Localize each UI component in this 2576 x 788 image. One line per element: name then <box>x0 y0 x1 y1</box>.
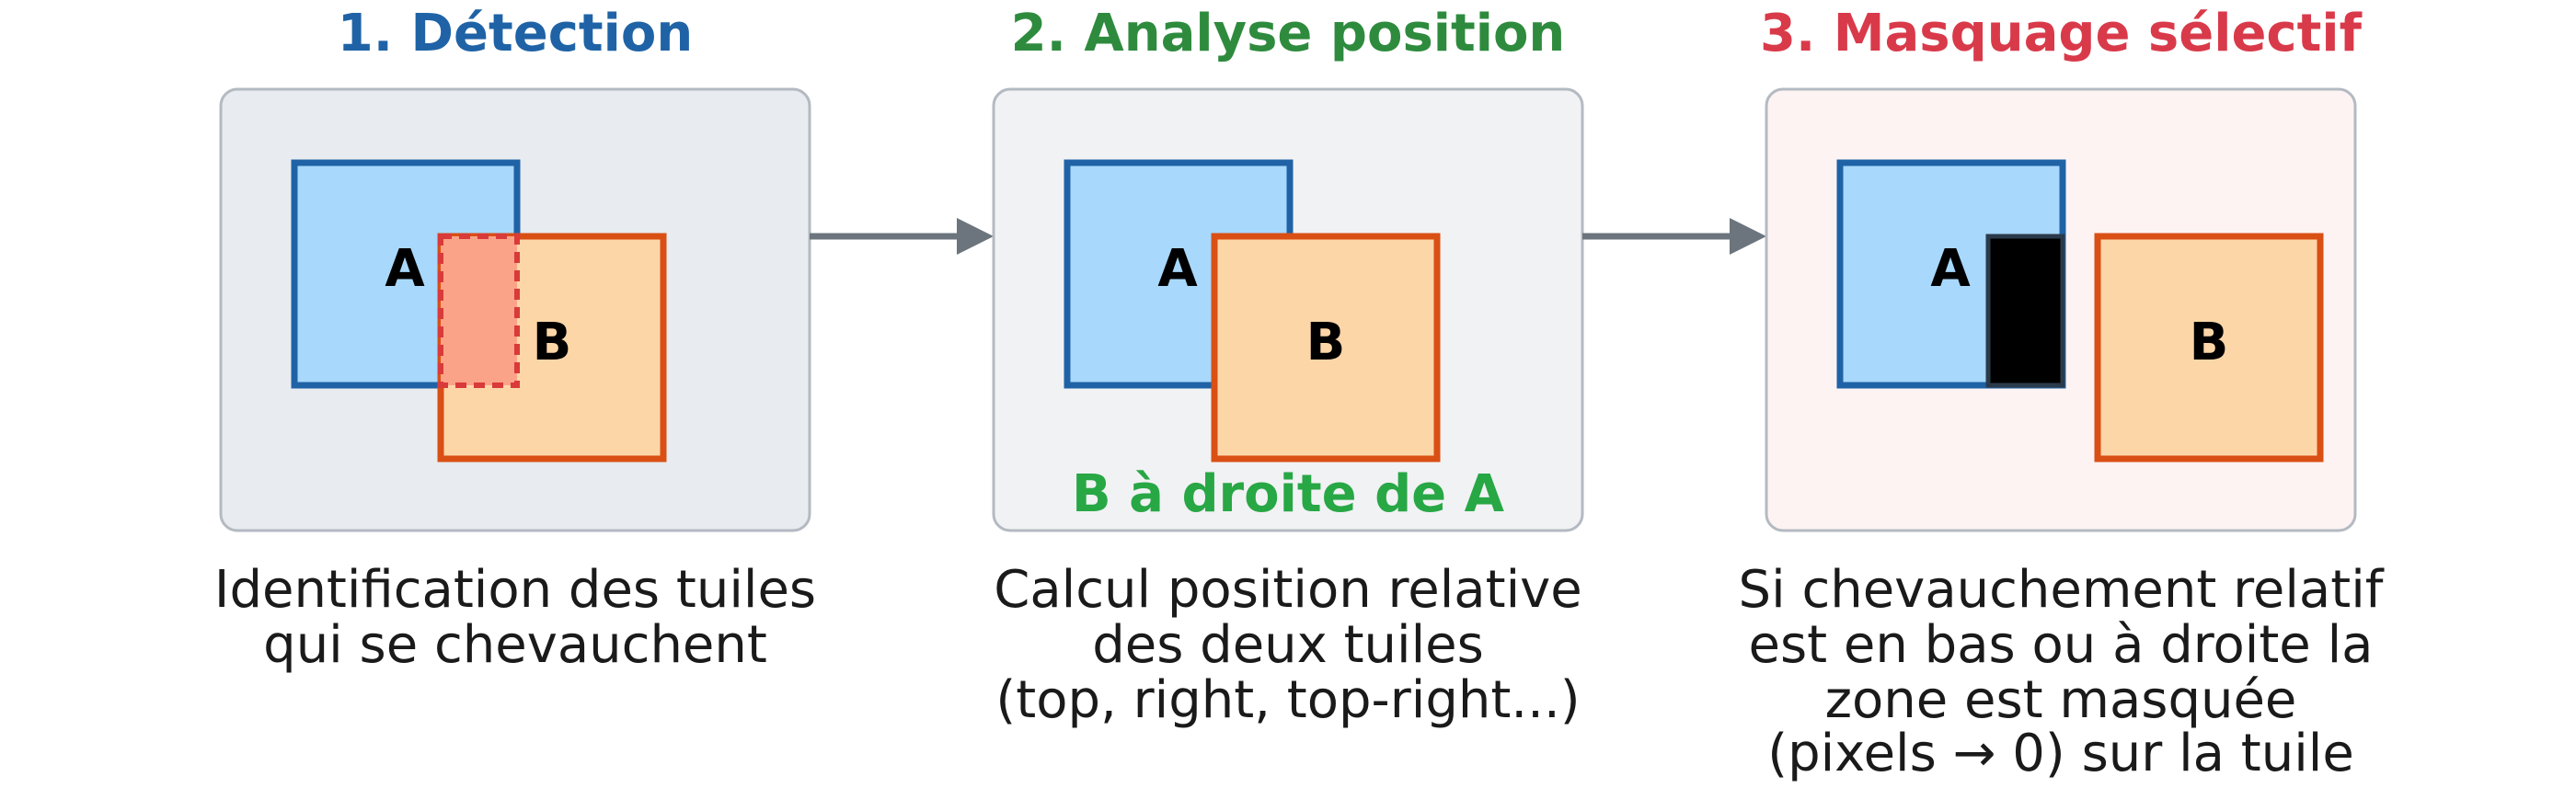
step-3-caption-line-1: Si chevauchement relatif <box>1739 560 2385 620</box>
step-1-tile-b-label: B <box>533 313 572 372</box>
step-3-tile-b-label: B <box>2190 313 2229 372</box>
step-2-tile-b <box>1211 233 1441 463</box>
step-1-title: 1. Détection <box>338 4 693 63</box>
step-2-tile-a-label: A <box>1157 239 1198 299</box>
step-2-caption: Calcul position relative des deux tuiles… <box>994 560 1581 730</box>
step-3-caption: Si chevauchement relatif est en bas ou à… <box>1739 560 2385 783</box>
step-2-caption-line-2: des deux tuiles <box>1092 615 1484 675</box>
step-3-caption-line-3: zone est masquée <box>1825 670 2297 730</box>
step-1-caption: Identification des tuiles qui se chevauc… <box>214 560 816 675</box>
arrow-step-2-to-3 <box>1582 218 1766 255</box>
step-3-caption-line-4: (pixels → 0) sur la tuile <box>1767 724 2354 783</box>
step-1-caption-line-2: qui se chevauchent <box>263 615 767 675</box>
step-3-title: 3. Masquage sélectif <box>1760 4 2363 63</box>
step-2-caption-line-1: Calcul position relative <box>994 560 1581 620</box>
step-3-tile-b <box>2094 233 2324 463</box>
step-2-position-note: B à droite de A <box>1072 464 1505 524</box>
arrow-step-1-to-2 <box>810 218 994 255</box>
step-3-masked-zone <box>1985 234 2065 388</box>
step-1-caption-line-1: Identification des tuiles <box>214 560 816 620</box>
step-3-caption-line-2: est en bas ou à droite la <box>1749 615 2374 675</box>
step-1-overlap-zone <box>438 234 520 388</box>
step-2-title: 2. Analyse position <box>1011 4 1566 63</box>
step-2-tile-b-label: B <box>1306 313 1346 372</box>
step-1-tile-a-label: A <box>385 239 425 299</box>
step-3-tile-a-label: A <box>1930 239 1971 299</box>
step-2-caption-line-3: (top, right, top-right...) <box>995 670 1580 730</box>
